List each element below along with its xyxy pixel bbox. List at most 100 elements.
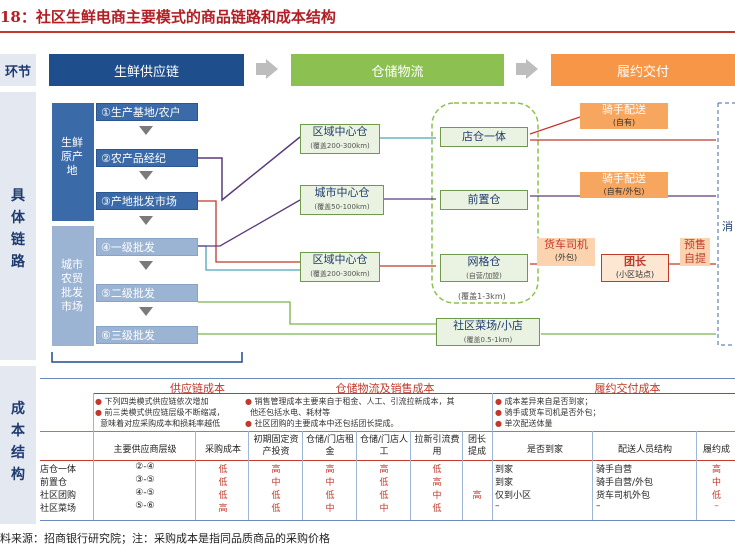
col-comm: 团长提成 [464,434,490,458]
wh-note-1: 销售管理成本主要来自于租金、人工、引流拉新成本，其 [254,397,455,406]
group-leader-name: 团长 [624,255,646,268]
row-rent: 高 [325,465,335,475]
link-teal-1 [198,245,300,271]
link-purple-1 [198,136,301,202]
source-note: 料来源：招商银行研究院；注：采购成本是指同品质商品的采购价格 [0,532,330,545]
header-arrow-1 [266,59,278,79]
supply-notes: ● 下列四类模式供应链依次增加 ● 前三类模式供应链层级不断缩减， 意味着对应采… [95,397,225,428]
warehouse-city-cover: (覆盖50-100km) [314,203,370,211]
presale-pickup: 预售自提 [680,238,710,266]
row-acq: 高 [432,478,442,488]
cost-header-warehouse: 仓储物流及销售成本 [335,382,435,395]
page-title: 18：社区生鲜电商主要模式的商品链路和成本结构 [0,8,336,26]
row-ff: 高 [711,465,721,475]
row-invest: 低 [271,491,281,501]
truck-driver-sub: (外包) [554,253,578,262]
row-home: – [495,501,500,511]
row-staff: 骑手自营 [596,465,633,475]
rider-self-name: 骑手配送 [602,103,646,116]
side-label-top: 具体链路 [11,188,25,270]
col-rent-label: 仓储/门店租金 [305,435,355,457]
warehouse-regional-2-name: 区域中心仓 [312,253,368,266]
group-leader-sub: (小区站点) [615,270,655,279]
link-front-rider-1 [529,116,581,135]
ff-note-3: 单次配送体量 [504,419,553,428]
row-staff: – [596,501,601,511]
row-rent: 中 [325,478,335,488]
row-purchase: 低 [218,491,228,501]
front-warehouse: 前置仓 [440,190,528,210]
front-cover-note: (覆盖1-3km) [458,292,506,301]
cost-header-supply: 供应链成本 [170,382,225,395]
grid-warehouse-name: 网格仓 [467,255,501,268]
row-rent: 中 [325,504,335,514]
supply-step-4: ④一级批发 [96,238,198,256]
supply-group-bottom-bg [52,226,94,346]
col-rent: 仓储/门店租金 [304,434,356,458]
row-invest: 低 [271,504,281,514]
supply-note-1: 下列四类模式供应链依次增加 [104,397,209,406]
wh-note-2: 他还包括水电、耗材等 [250,408,331,417]
supply-header: 生鲜供应链 [49,54,244,86]
table-row-3: 社区团购 ④-⑤ 低 低 低 低 中 高 仅到小区 货车司机外包 低 [40,488,735,501]
row-invest: 高 [271,465,281,475]
side-label-bottom: 成本结构 [11,401,25,483]
supply-note-3: 意味着对应采购成本和损耗率越低 [100,419,221,428]
fulfill-header: 履约交付 [551,54,735,86]
row-rent: 低 [325,491,335,501]
front-warehouse-name: 前置仓 [467,193,501,206]
grid-warehouse-sub: (自营/加盟) [466,272,502,280]
row-purchase: 高 [218,504,228,514]
row-staff: 货车司机外包 [596,491,651,501]
fulfill-notes: ● 成本差异来自是否到家； ● 骑手或货车司机是否外包； ● 单次配送体量 [495,397,601,428]
side-col-bottom [0,366,36,524]
row-comm: 高 [472,491,482,501]
supply-arrow-2 [139,171,153,180]
community-store-cover: (覆盖0.5-1km) [463,336,513,344]
supply-group-bottom-label: 城市农贸批发市场 [61,258,83,313]
section-header-label: 环节 [4,65,31,80]
rider-mixed-sub: (自有/外包) [603,187,645,196]
row-home: 仅到小区 [495,491,532,501]
vline-1 [93,393,94,521]
supply-step-5: ⑤二级批发 [96,284,198,302]
community-store-name: 社区菜场/小店 [453,319,523,332]
row-labor: 高 [379,465,389,475]
col-purchase: 采购成本 [204,445,241,455]
supply-step-2: ②农产品经纪 [96,149,198,167]
table-row-2: 前置仓 ③-⑤ 低 中 中 低 高 到家 骑手自营/外包 中 [40,475,735,488]
vline-4 [302,431,303,521]
row-home: 到家 [495,478,514,488]
row-level: ⑤-⑥ [135,501,155,511]
ff-note-1: 成本差异来自是否到家； [504,397,593,406]
vline-7 [462,431,463,521]
vline-9 [592,431,593,521]
row-invest: 中 [271,478,281,488]
warehouse-regional-2-cover: (覆盖200-300km) [310,270,370,278]
link-purple-2 [198,199,301,247]
col-labor: 仓储/门店人工 [358,434,410,458]
row-acq: 中 [432,491,442,501]
header-arrow-2-bar [516,63,526,75]
cost-header-fulfill: 履约交付成本 [594,382,661,395]
rider-mixed: 骑手配送 (自有/外包) [580,172,668,198]
col-supplier-level: 主要供应商层级 [113,445,177,455]
rider-mixed-name: 骑手配送 [602,172,646,185]
col-staff: 配送人员结构 [617,445,672,455]
table-top-line [40,378,735,379]
col-home: 是否到家 [526,445,563,455]
vline-10 [696,431,697,521]
section-header-cell [0,54,36,86]
table-row-1: 店仓一体 ②-④ 低 高 高 高 低 到家 骑手自营 高 [40,462,735,475]
warehouse-regional-1-name: 区域中心仓 [312,125,368,138]
row-level: ③-⑤ [135,475,155,485]
row-name: 店仓一体 [40,465,77,475]
vline-5 [356,431,357,521]
table-row-4: 社区菜场 ⑤-⑥ 高 低 中 中 低 – – – [40,501,735,514]
row-acq: 低 [432,465,442,475]
row-acq: 低 [432,504,442,514]
supply-group-top-label: 生鲜原产地 [61,136,83,177]
group-leader: 团长 (小区站点) [601,254,669,282]
link-green-1 [198,301,436,325]
